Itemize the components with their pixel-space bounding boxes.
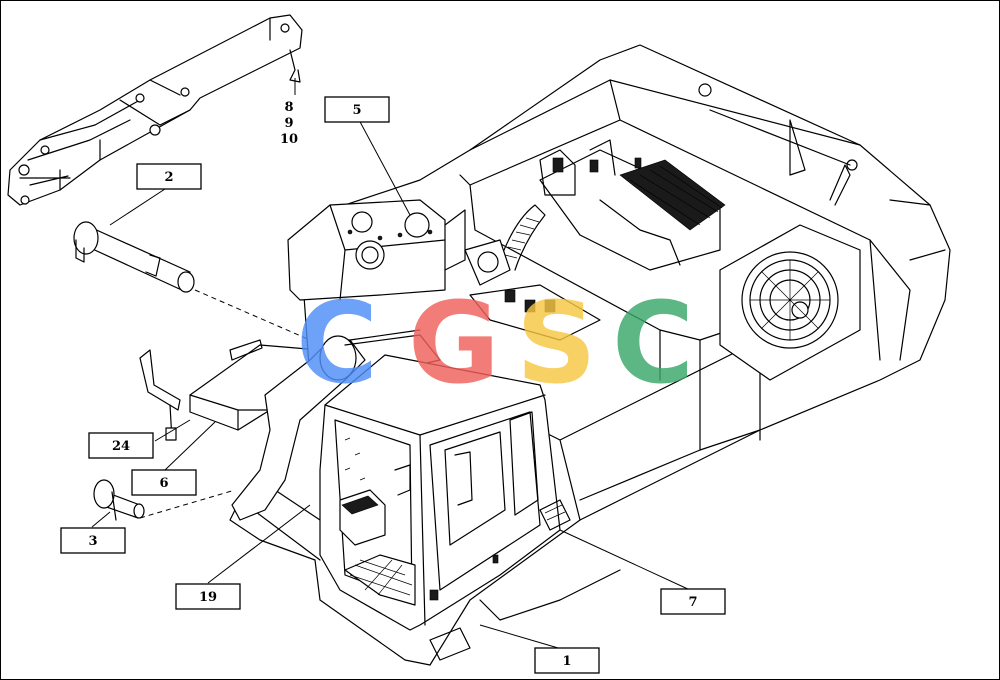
callout-5: 5 xyxy=(324,96,390,123)
svg-text:6: 6 xyxy=(159,476,168,491)
label-8: 8 xyxy=(284,100,293,115)
counterweight-block-part-6 xyxy=(189,339,321,431)
side-panel-vent-part-7 xyxy=(539,499,571,531)
svg-text:24: 24 xyxy=(112,439,130,454)
svg-text:2: 2 xyxy=(164,170,173,185)
watermark-letter-s: S xyxy=(516,279,597,409)
callout-3: 3 xyxy=(60,527,126,554)
label-9: 9 xyxy=(284,116,293,131)
svg-text:3: 3 xyxy=(88,534,97,549)
watermark-letter-g: G xyxy=(408,279,500,409)
callout-7: 7 xyxy=(660,588,726,615)
handle-part-24 xyxy=(139,349,181,441)
boom-arm-assembly xyxy=(7,14,303,206)
callout-6: 6 xyxy=(131,469,197,496)
svg-text:19: 19 xyxy=(199,590,217,605)
svg-text:7: 7 xyxy=(688,595,697,610)
pin-part-2 xyxy=(73,221,195,293)
pin-part-3 xyxy=(93,479,145,521)
watermark-cgsc: C G S C xyxy=(296,279,694,409)
callout-19: 19 xyxy=(175,583,241,610)
callout-24: 24 xyxy=(88,432,154,459)
stacked-callout-labels: 8 9 10 xyxy=(280,100,298,147)
watermark-letter-c2: C xyxy=(612,279,694,409)
operator-cab-part-19 xyxy=(319,354,561,631)
engine-block xyxy=(539,139,726,271)
callout-2: 2 xyxy=(136,163,202,190)
boom-foot-bracket xyxy=(231,329,441,521)
cooling-fan-assembly xyxy=(698,83,861,381)
assembly-line-pin-2 xyxy=(194,289,311,341)
label-10: 10 xyxy=(280,132,298,147)
svg-text:5: 5 xyxy=(352,103,361,118)
callout-1: 1 xyxy=(534,647,600,674)
hydraulic-tank-part-5 xyxy=(287,199,466,301)
assembly-line-pin-3 xyxy=(139,489,236,519)
watermark-letter-c1: C xyxy=(296,279,378,409)
svg-text:1: 1 xyxy=(562,654,571,669)
leader-lines xyxy=(91,78,691,651)
pump-hose-assembly xyxy=(464,204,601,341)
